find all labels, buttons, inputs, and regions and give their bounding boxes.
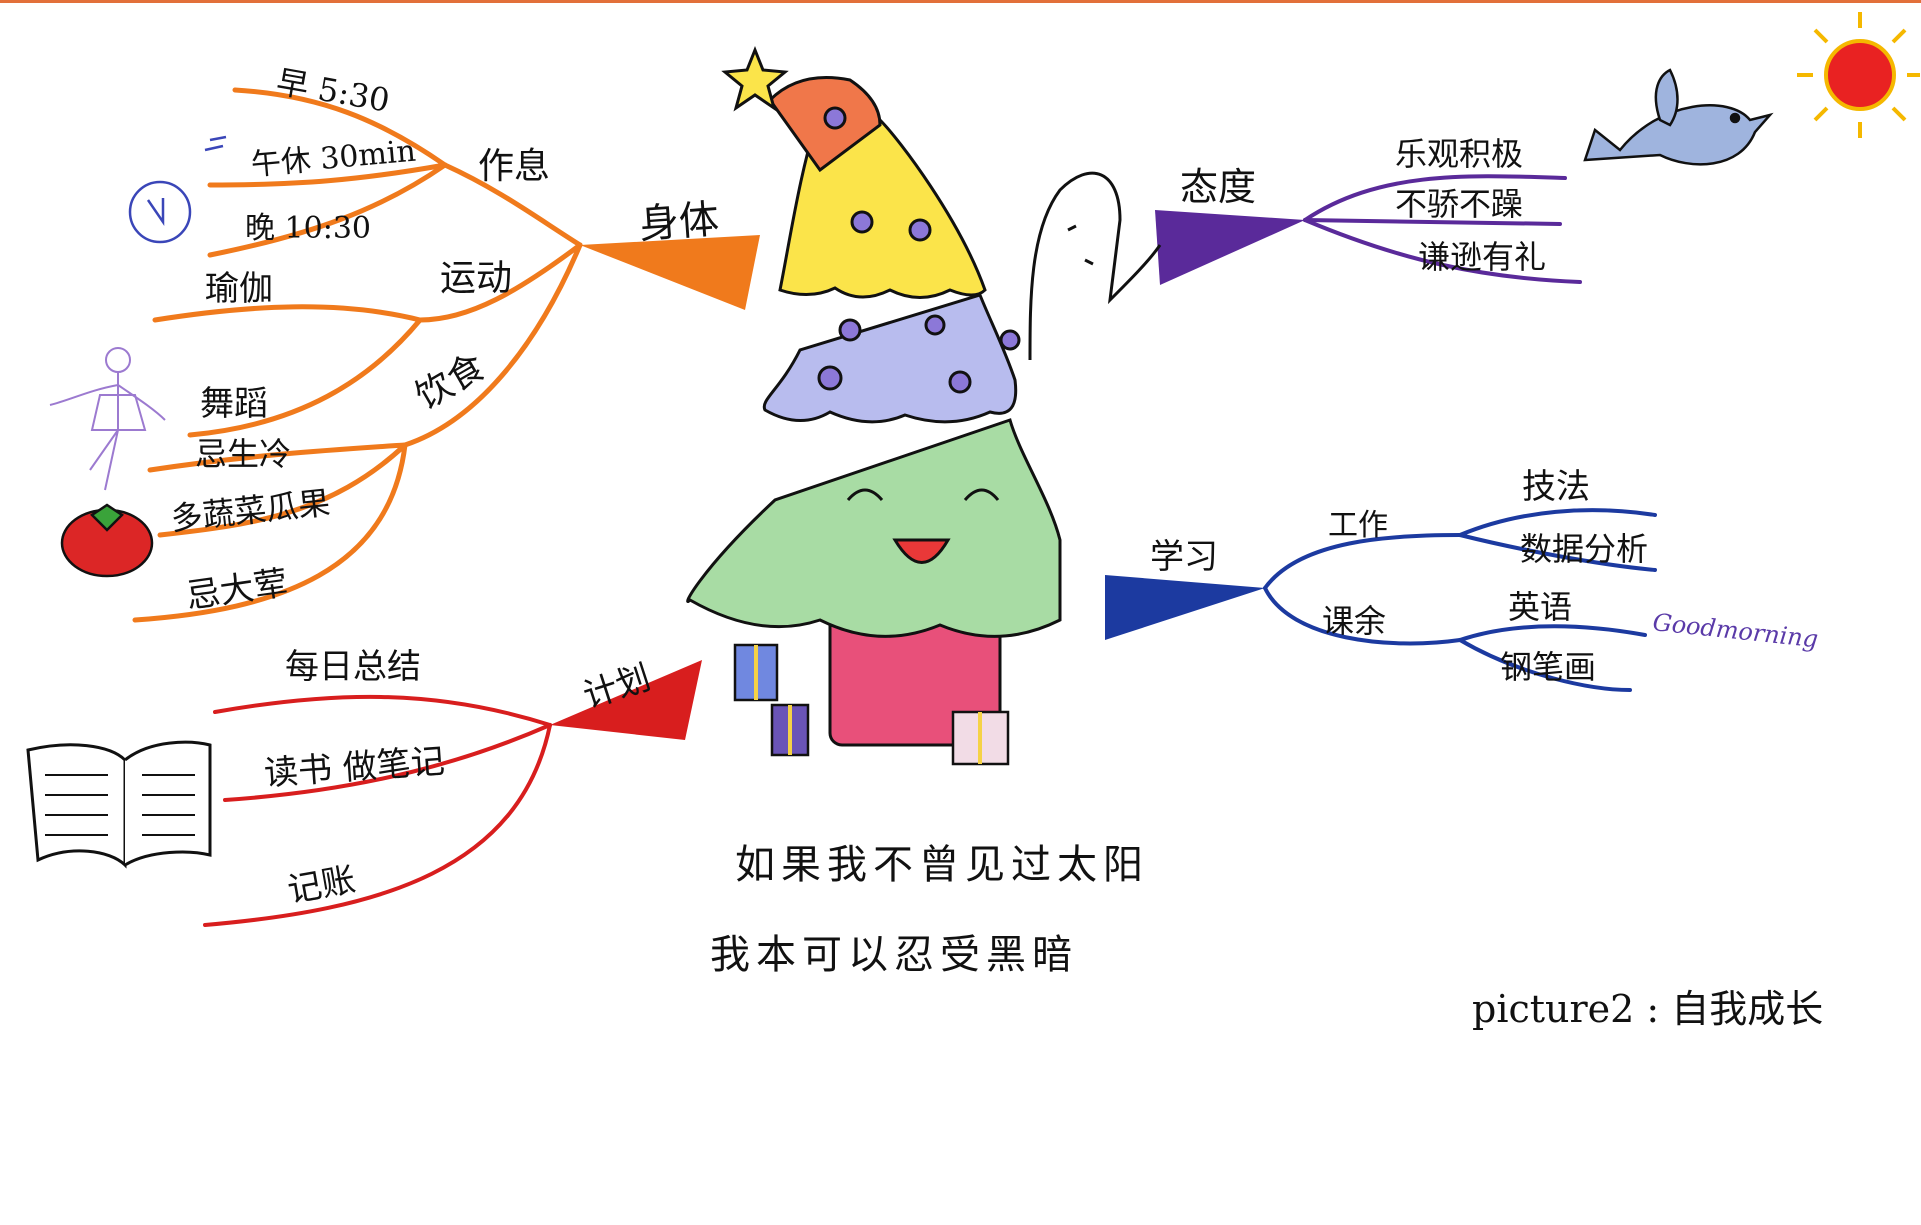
- branch-study: [1105, 508, 1657, 692]
- poem-line-2: 我本可以忍受黑暗: [710, 932, 1078, 978]
- leaf-label: 多蔬菜瓜果: [169, 483, 332, 538]
- leaf-label: 英语: [1508, 588, 1572, 626]
- leaf-label: 晚 10:30: [245, 211, 371, 246]
- branch-body-labels: 身体 作息 运动 饮食 早 5:30 午休 30min 晚 10:30 瑜伽 舞…: [169, 62, 721, 616]
- clock-icon: [128, 135, 227, 244]
- branch-body: [132, 87, 760, 623]
- dancer-icon: [49, 347, 166, 491]
- leaf-label: 乐观积极: [1395, 135, 1523, 173]
- leaf-label: 谦逊有礼: [1418, 238, 1546, 276]
- sun-icon: [1797, 12, 1920, 138]
- ghost-icon: [1028, 171, 1162, 361]
- branch-title: 态度: [1180, 165, 1256, 209]
- leaf-label: 数据分析: [1520, 530, 1648, 568]
- branch-title: 身体: [637, 197, 720, 248]
- branch-title: 学习: [1150, 537, 1218, 577]
- top-border: [0, 0, 1921, 3]
- leaf-label: 钢笔画: [1500, 648, 1596, 686]
- leaf-label: 忌大荤: [184, 563, 291, 617]
- branch-plan: [203, 660, 702, 927]
- leaf-label: 每日总结: [285, 647, 421, 687]
- annotation: Goodmorning: [1651, 608, 1819, 653]
- leaf-label: 忌生冷: [195, 435, 291, 473]
- group-label: 作息: [478, 146, 550, 187]
- book-icon: [26, 740, 212, 869]
- leaf-label: 早 5:30: [274, 62, 393, 119]
- gift-icon: [733, 643, 1010, 766]
- leaf-label: 舞蹈: [200, 384, 268, 424]
- branch-study-labels: 学习 工作 课余 技法 数据分析 英语 钢笔画 Goodmorning: [1150, 467, 1819, 686]
- group-label: 工作: [1328, 508, 1388, 543]
- poem-line-1: 如果我不曾见过太阳: [735, 842, 1149, 888]
- christmas-tree-icon: [686, 45, 1062, 747]
- branch-plan-labels: 计划 每日总结 读书 做笔记 记账: [263, 647, 656, 911]
- group-label: 饮食: [409, 346, 492, 418]
- branch-attitude: [1155, 174, 1582, 285]
- leaf-label: 不骄不躁: [1395, 185, 1523, 223]
- caption: picture2 : 自我成长: [1472, 987, 1824, 1031]
- leaf-label: 瑜伽: [205, 269, 273, 309]
- branch-attitude-labels: 态度 乐观积极 不骄不躁 谦逊有礼: [1180, 135, 1546, 276]
- group-label: 运动: [440, 258, 512, 299]
- tomato-icon: [60, 503, 154, 578]
- group-label: 课余: [1322, 602, 1386, 640]
- bird-icon: [1583, 68, 1774, 166]
- leaf-label: 技法: [1522, 467, 1590, 507]
- leaf-label: 读书 做笔记: [263, 741, 446, 794]
